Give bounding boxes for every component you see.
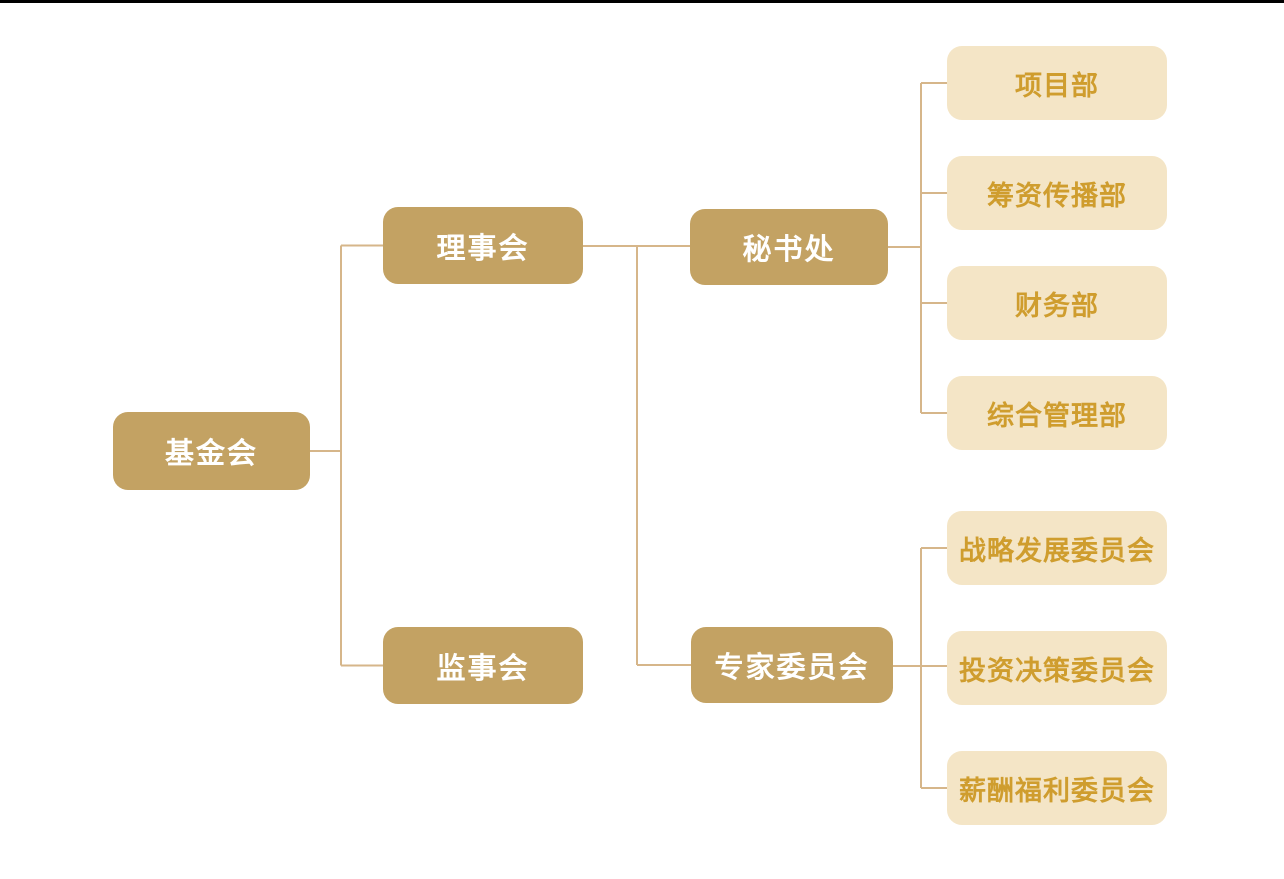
node-investment-decision-committee: 投资决策委员会 xyxy=(947,631,1167,705)
node-fundraising-communications-dept: 筹资传播部 xyxy=(947,156,1167,230)
node-strategic-development-committee: 战略发展委员会 xyxy=(947,511,1167,585)
node-foundation: 基金会 xyxy=(113,412,310,490)
node-label: 秘书处 xyxy=(742,234,836,266)
node-label: 基金会 xyxy=(164,438,258,470)
node-label: 财务部 xyxy=(1015,290,1099,321)
node-board-of-directors: 理事会 xyxy=(383,207,583,284)
node-expert-committee: 专家委员会 xyxy=(691,627,893,703)
node-label: 综合管理部 xyxy=(987,400,1127,431)
node-label: 监事会 xyxy=(436,652,530,685)
node-label: 战略发展委员会 xyxy=(959,535,1155,566)
node-secretariat: 秘书处 xyxy=(690,209,888,285)
node-general-management-dept: 综合管理部 xyxy=(947,376,1167,450)
node-label: 筹资传播部 xyxy=(987,180,1127,211)
node-label: 薪酬福利委员会 xyxy=(959,775,1155,806)
node-label: 投资决策委员会 xyxy=(959,655,1155,686)
node-label: 项目部 xyxy=(1015,70,1099,101)
node-project-dept: 项目部 xyxy=(947,46,1167,120)
node-finance-dept: 财务部 xyxy=(947,266,1167,340)
node-label: 专家委员会 xyxy=(714,652,870,684)
node-compensation-benefits-committee: 薪酬福利委员会 xyxy=(947,751,1167,825)
node-supervisory-board: 监事会 xyxy=(383,627,583,704)
node-label: 理事会 xyxy=(436,232,530,265)
window-top-border xyxy=(0,0,1284,3)
